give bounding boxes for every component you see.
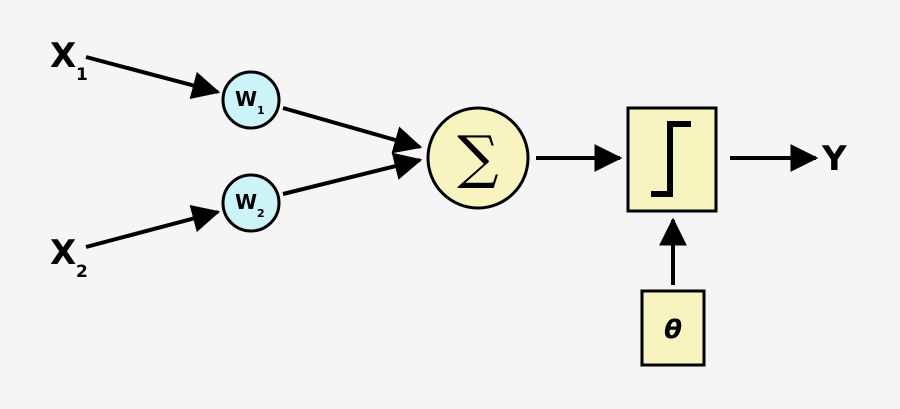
arrow-x1-to-w1 <box>85 55 221 99</box>
sigma-icon: ∑ <box>457 123 498 191</box>
input-x2-index: 2 <box>76 262 88 282</box>
input-x1-index: 1 <box>76 65 88 85</box>
input-x2: X 2 <box>50 233 88 282</box>
step-function-icon <box>651 121 691 197</box>
threshold-box <box>640 289 706 367</box>
summation-circle <box>426 106 530 210</box>
weight-w2-index: 2 <box>257 207 265 220</box>
arrow-w2-to-sum <box>282 152 423 196</box>
weight-w1-label: W <box>235 87 257 111</box>
weight-w1-circle <box>221 70 281 130</box>
weight-w1-index: 1 <box>257 104 265 117</box>
input-x1: X 1 <box>50 36 88 85</box>
weight-w2-circle <box>221 173 281 233</box>
summation-node: ∑ <box>426 106 530 210</box>
arrow-x2-to-w2 <box>85 205 221 249</box>
input-x2-label: X <box>50 233 76 273</box>
arrow-w1-to-sum <box>282 106 423 154</box>
connections <box>85 55 819 285</box>
weight-w2: W 2 <box>221 173 281 233</box>
weight-w2-label: W <box>235 190 257 214</box>
input-x1-label: X <box>50 36 76 76</box>
output-y-label: Y <box>821 139 847 179</box>
threshold-label: θ <box>664 315 682 345</box>
weight-w1: W 1 <box>221 70 281 130</box>
threshold-node: θ <box>640 289 706 367</box>
activation-node <box>626 106 718 213</box>
